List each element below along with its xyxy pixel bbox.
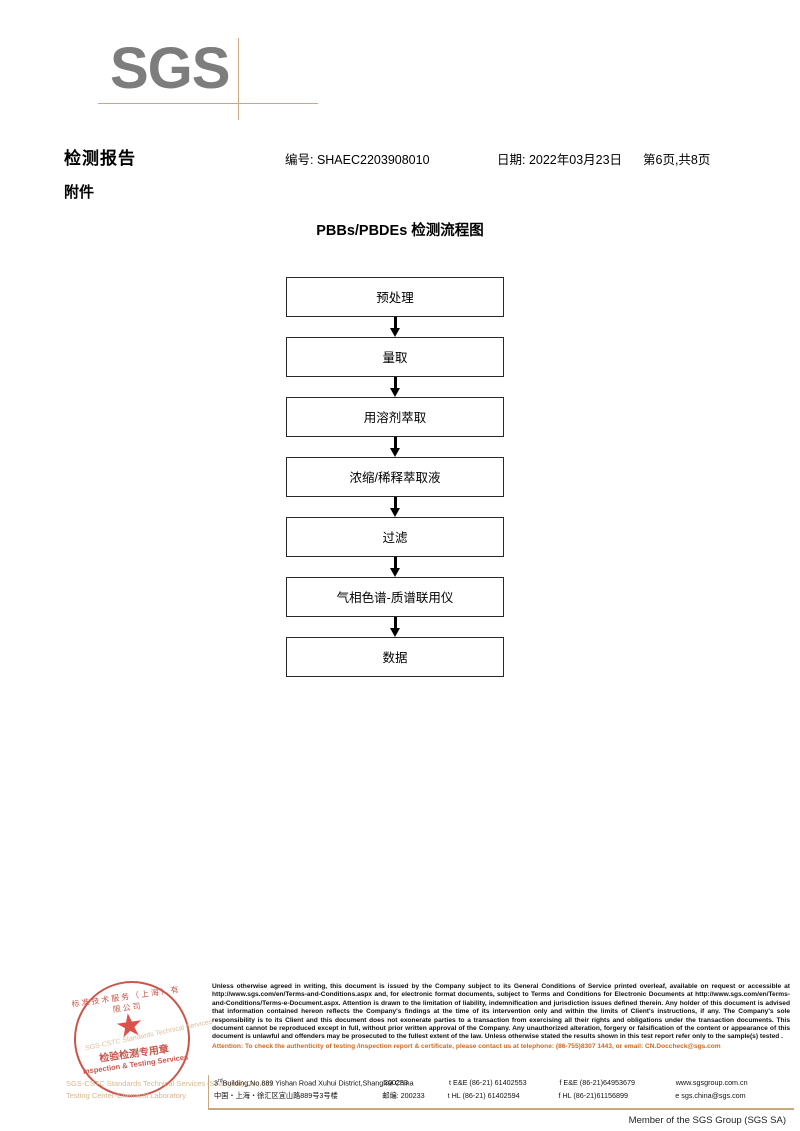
flowchart-title: PBBs/PBDEs 检测流程图 (316, 223, 484, 239)
sgs-logo-text: SGS (110, 36, 230, 101)
postcode-cn: 邮编: 200233 (382, 1091, 425, 1101)
footer-vertical-divider (208, 1075, 209, 1109)
flow-arrow-icon (286, 317, 504, 337)
fax-en: f E&E (86-21)64953679 (559, 1078, 635, 1088)
official-stamp: 标准技术服务（上海）有限公司 ★ 检验检测专用章 Inspection & Te… (66, 973, 274, 1105)
flow-node: 浓缩/稀释萃取液 (286, 457, 504, 497)
stamp-company-line1: SGS-CSTC Standards Technical Services (S… (66, 1079, 275, 1088)
logo-horizontal-rule (98, 103, 318, 104)
member-notice: Member of the SGS Group (SGS SA) (628, 1115, 786, 1126)
page-footer: 标准技术服务（上海）有限公司 ★ 检验检测专用章 Inspection & Te… (0, 973, 800, 1131)
flow-arrow-icon (286, 557, 504, 577)
phone-cn: t HL (86-21) 61402594 (447, 1091, 520, 1101)
email-link[interactable]: e sgs.china@sgs.com (675, 1091, 746, 1101)
flow-arrow-icon (286, 377, 504, 397)
flow-node: 气相色谱-质谱联用仪 (286, 577, 504, 617)
address-cn: 中国・上海・徐汇区宜山路889号3号楼 (214, 1091, 338, 1101)
flow-node: 过滤 (286, 517, 504, 557)
attachment-label: 附件 (64, 184, 95, 201)
flow-node: 预处理 (286, 277, 504, 317)
flow-arrow-icon (286, 497, 504, 517)
page-title: 检测报告 (64, 149, 136, 168)
flow-arrow-icon (286, 617, 504, 637)
phone-en: t E&E (86-21) 61402553 (449, 1078, 527, 1088)
address-en: 3rdBuilding,No.889 Yishan Road Xuhui Dis… (214, 1078, 414, 1088)
sgs-logo: SGS (98, 36, 350, 120)
contact-row-en: 3rdBuilding,No.889 Yishan Road Xuhui Dis… (214, 1075, 794, 1089)
contact-details: 3rdBuilding,No.889 Yishan Road Xuhui Dis… (214, 1075, 794, 1102)
report-date: 日期: 2022年03月23日 (497, 153, 623, 167)
logo-vertical-rule (238, 38, 239, 120)
fax-cn: f HL (86-21)61156899 (558, 1091, 628, 1101)
flowchart: 预处理 量取 用溶剂萃取 浓缩/稀释萃取液 过滤 气相色谱-质谱联用仪 数据 (286, 277, 504, 677)
website-link[interactable]: www.sgsgroup.com.cn (675, 1078, 748, 1088)
flow-node: 数据 (286, 637, 504, 677)
flow-arrow-icon (286, 437, 504, 457)
footer-rule (208, 1108, 794, 1110)
attention-notice: Attention: To check the authenticity of … (212, 1042, 721, 1050)
page-indicator: 第6页,共8页 (643, 153, 711, 167)
flow-node: 用溶剂萃取 (286, 397, 504, 437)
contact-row-cn: 中国・上海・徐汇区宜山路889号3号楼 邮编: 200233 t HL (86-… (214, 1089, 794, 1102)
report-number: 编号: SHAEC2203908010 (285, 153, 430, 167)
postcode-en: 200233 (384, 1078, 408, 1088)
legal-body: Unless otherwise agreed in writing, this… (212, 983, 790, 1041)
flow-node: 量取 (286, 337, 504, 377)
legal-disclaimer: Unless otherwise agreed in writing, this… (212, 983, 790, 1051)
stamp-company-line2: Testing Center-Chemical Laboratory. (66, 1091, 188, 1100)
